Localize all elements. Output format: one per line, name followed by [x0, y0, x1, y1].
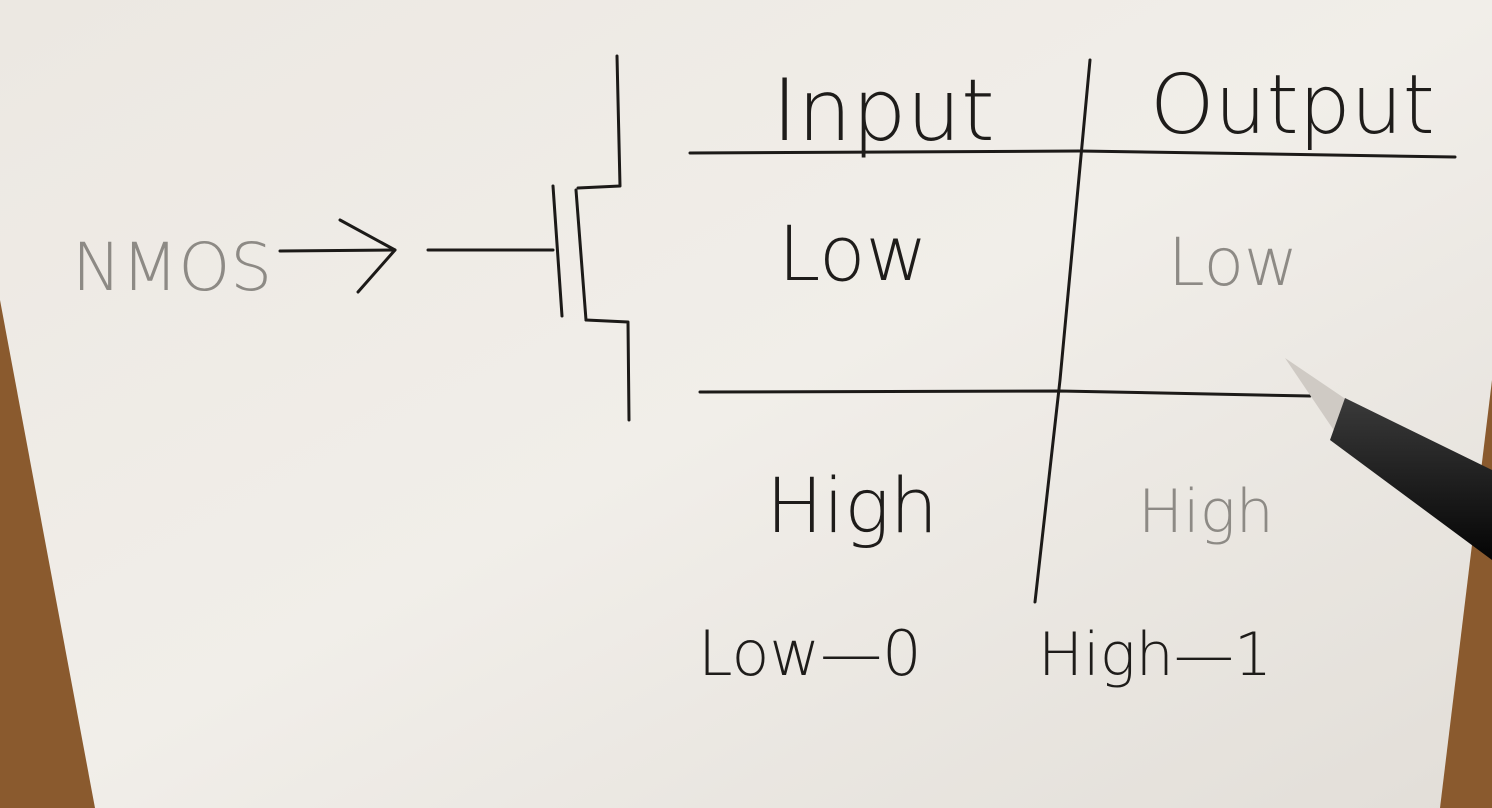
nmos-label: NMOS [72, 229, 272, 306]
nmos-transistor-symbol [426, 54, 631, 422]
row-2-output: High [1138, 477, 1274, 547]
legend-high: High—1 [1038, 620, 1272, 690]
row-1-output: Low [1168, 224, 1298, 301]
table-header-output: Output [1150, 58, 1435, 153]
legend-low: Low—0 [698, 617, 922, 690]
pen [1285, 358, 1492, 560]
truth-table-grid [688, 58, 1457, 604]
row-1-input: Low [778, 209, 928, 298]
arrow-icon [278, 218, 397, 294]
table-header-input: Input [772, 61, 995, 161]
row-2-input: High [766, 461, 938, 550]
